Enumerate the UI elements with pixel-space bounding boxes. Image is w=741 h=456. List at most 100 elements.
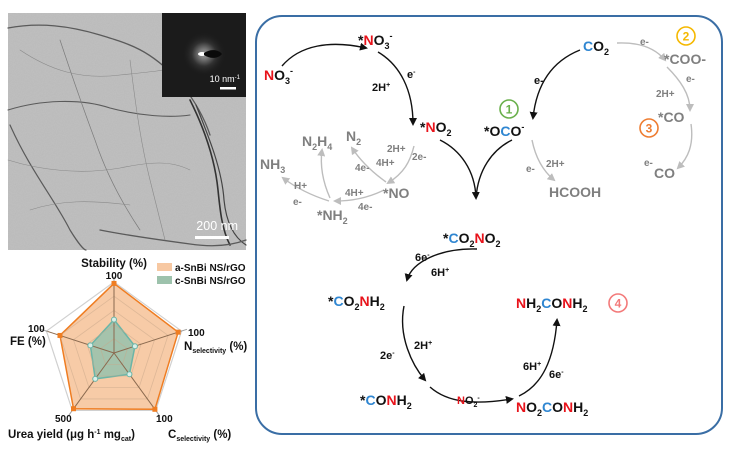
- species-oco-adsorbed: *OCO-: [484, 122, 524, 139]
- radar-point-a-snbi-1: [175, 329, 181, 335]
- label-co2no2-6e: 6e-: [415, 252, 430, 264]
- axis-title-fe: FE (%): [10, 336, 46, 348]
- side-arrows: [281, 42, 694, 205]
- label-nh2-to-nh3-e: e-: [293, 197, 302, 208]
- radar-grid-ring-2: [86, 324, 142, 377]
- radar-point-c-snbi-1: [131, 343, 138, 350]
- label-no-to-nh2-4h: 4H+: [345, 188, 364, 199]
- arrow-co2-to-oco: [529, 49, 581, 120]
- inset-scale-label: 10 nm-1: [210, 74, 241, 84]
- arrow-co2no2-to-co2nh2: [404, 248, 478, 282]
- tem-micrograph: 10 nm-1 200 nm: [7, 13, 247, 251]
- arrow-nh2-to-n2h4: [317, 148, 331, 199]
- arrow-no2-to-no: [386, 145, 415, 185]
- main-arrows: [281, 42, 581, 404]
- co2-side-products: 2H+ e- HCOOH e- *COO- e- 2H+ *CO CO e-: [526, 37, 706, 200]
- species-n2h4: N2H4: [302, 133, 332, 152]
- axis-max-nselectivity: 100: [188, 328, 205, 339]
- species-no3-adsorbed: *NO3-: [358, 31, 392, 51]
- step-marker-2: 2: [676, 26, 696, 46]
- arrow-no2-coupling: [439, 139, 480, 200]
- legend-swatch-c-snbi: [157, 276, 172, 284]
- label-co2-to-oco-e: e-: [534, 75, 544, 87]
- species-coo-adsorbed: *COO-: [664, 51, 706, 67]
- arrow-nh2-to-nh3: [281, 176, 330, 202]
- step-marker-4: 4: [608, 293, 628, 313]
- axis-max-stability: 100: [106, 271, 123, 282]
- species-no3-free: NO3-: [264, 66, 293, 86]
- radar-spoke-tip-4: [40, 328, 48, 332]
- axis-title-stability: Stability (%): [81, 258, 147, 270]
- radar-grid-outer: [45, 281, 183, 412]
- label-co2nh2-2h: 2H+: [414, 340, 432, 352]
- svg-text:2: 2: [683, 30, 690, 44]
- species-co: CO: [654, 165, 675, 181]
- axis-title-urea-yield: Urea yield (μg h-1 mgcat): [8, 429, 135, 443]
- inset-scale-bar: [220, 87, 236, 90]
- axis-title-cselectivity: Cselectivity (%): [168, 429, 231, 443]
- label-no2conh2-6h: 6H+: [523, 361, 541, 373]
- radar-grid-ring-1: [100, 338, 128, 365]
- step-markers: 1 2 3 4: [499, 26, 696, 313]
- radar-point-a-snbi-2: [152, 406, 158, 412]
- label-oco-to-hcooh-2h: 2H+: [546, 159, 565, 170]
- radar-spoke-3: [71, 352, 115, 411]
- radar-point-c-snbi-3: [92, 375, 99, 382]
- diffraction-inset: 10 nm-1: [162, 13, 246, 97]
- radar-series: [59, 282, 180, 411]
- radar-chart: Stability (%) 100 100 Nselectivity (%) 1…: [8, 258, 247, 443]
- label-no2-to-no-2e: 2e-: [412, 152, 426, 163]
- svg-text:3: 3: [646, 122, 653, 136]
- step-marker-1: 1: [499, 99, 519, 119]
- arrow-oco-to-hcooh: [531, 139, 556, 182]
- arrow-oco-coupling: [475, 139, 513, 199]
- label-no3-step-2h: 2H+: [372, 82, 390, 94]
- legend-swatch-a-snbi: [157, 263, 172, 271]
- radar-spoke-2: [113, 352, 157, 411]
- radar-point-a-snbi-3: [71, 406, 77, 412]
- arrow-coo-to-co-ads: [666, 66, 694, 112]
- radar-points: [57, 280, 181, 412]
- label-oco-to-hcooh-e: e-: [526, 164, 535, 175]
- species-hcooh: HCOOH: [549, 184, 601, 200]
- radar-point-c-snbi-4: [87, 342, 94, 349]
- species-co2no2-adsorbed: *CO2NO2: [443, 230, 501, 249]
- radar-grid: [45, 281, 183, 412]
- arrow-no-to-n2: [350, 146, 387, 183]
- radar-spoke-1: [113, 330, 182, 354]
- scheme-frame: [255, 15, 723, 435]
- species-no-adsorbed: *NO: [383, 185, 410, 201]
- nitrate-side-products: N2H4 N2 NH3 *NO *NH2 2H+ 2e- 4H+ 4e- 4H+…: [260, 128, 426, 226]
- species-no2-adsorbed: *NO2: [420, 119, 451, 138]
- label-coo-to-co-2h: 2H+: [656, 89, 675, 100]
- label-no2-minus: NO2-: [457, 395, 480, 409]
- label-co2nh2-2e: 2e-: [380, 350, 395, 362]
- svg-text:1: 1: [506, 103, 513, 117]
- axis-max-urea-yield: 500: [55, 414, 72, 425]
- species-nh3: NH3: [260, 156, 285, 175]
- radar-area-c-snbi: [89, 318, 136, 380]
- arrow-no3-adsorption: [281, 42, 368, 67]
- axis-max-fe: 100: [28, 324, 45, 335]
- legend-label-a-snbi: a-SnBi NS/rGO: [175, 263, 246, 274]
- axis-title-nselectivity: Nselectivity (%): [184, 341, 247, 355]
- species-co2nh2-adsorbed: *CO2NH2: [328, 293, 385, 312]
- label-co-release-e: e-: [644, 158, 653, 169]
- label-nh2-to-nh3-h: H+: [294, 181, 307, 192]
- species-co2: CO2: [583, 38, 609, 57]
- beam-stop: [204, 50, 222, 58]
- radar-point-a-snbi-4: [57, 332, 63, 338]
- label-no-to-n2-4h: 4H+: [376, 158, 395, 169]
- species-co-adsorbed: *CO: [658, 109, 685, 125]
- arrow-no-to-nh2: [333, 189, 385, 205]
- radar-grid-ring-4: [59, 295, 169, 400]
- radar-point-a-snbi-0: [111, 280, 117, 286]
- label-co2-to-coo-e: e-: [640, 37, 649, 48]
- tem-scale-bar: [195, 236, 229, 239]
- species-n2: N2: [346, 128, 361, 147]
- tem-scale-label: 200 nm: [196, 219, 238, 233]
- svg-text:4: 4: [615, 297, 622, 311]
- chart-legend: a-SnBi NS/rGO c-SnBi NS/rGO: [157, 263, 246, 287]
- radar-grid-ring-3: [73, 309, 155, 388]
